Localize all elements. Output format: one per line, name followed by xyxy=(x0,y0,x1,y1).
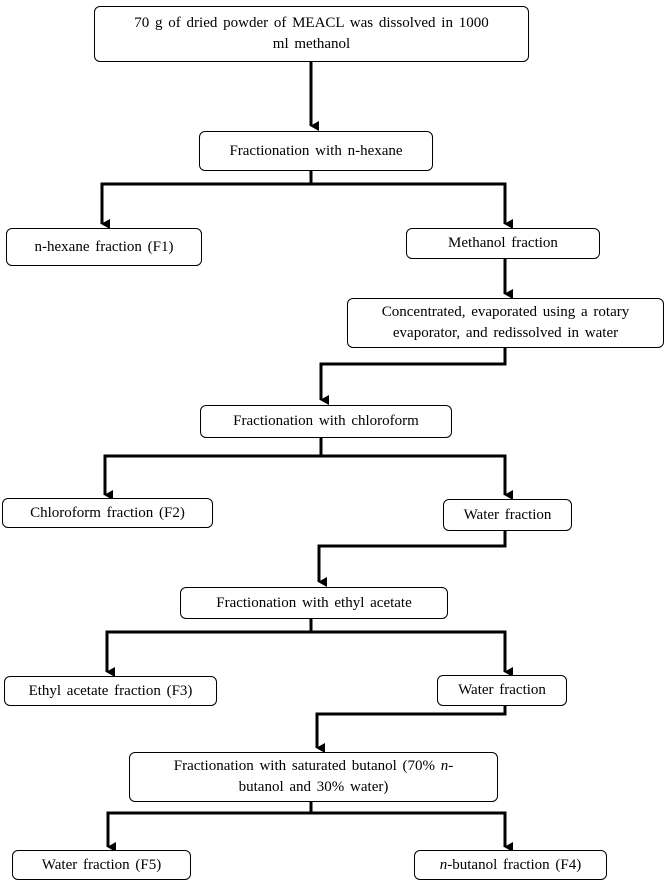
methanol-fraction-box: Methanol fraction xyxy=(406,228,600,259)
arrow-ethyl-to-water2 xyxy=(311,630,513,677)
fractionation-ethyl-acetate-label: Fractionation with ethyl acetate xyxy=(216,594,412,611)
methanol-fraction-label: Methanol fraction xyxy=(448,235,558,251)
arrow-water1-to-ethyl xyxy=(317,530,507,587)
fractionation-butanol-line1-italic: n xyxy=(440,758,449,774)
hexane-fraction-box: n-hexane fraction (F1) xyxy=(6,228,202,266)
fractionation-hexane-label: Fractionation with n-hexane xyxy=(229,142,403,159)
water-fraction-label-2: Water fraction xyxy=(458,682,546,698)
concentrated-text-line2: evaporator, and redissolved in water xyxy=(392,325,619,341)
start-text-line1: 70 g of dried powder of MEACL was dissol… xyxy=(134,15,489,31)
arrow-butanol-to-f4 xyxy=(311,811,513,852)
water-fraction-box-1: Water fraction xyxy=(443,499,572,531)
butanol-fraction-rest: -butanol fraction (F4) xyxy=(447,856,582,873)
fractionation-butanol-line1-post: - xyxy=(448,758,454,774)
water-fraction-f5-label: Water fraction (F5) xyxy=(41,856,162,873)
start-text-line2: ml methanol xyxy=(272,36,351,52)
arrow-hexane-to-f1 xyxy=(100,170,313,229)
water-fraction-f5-box: Water fraction (F5) xyxy=(12,850,191,880)
water-fraction-label-1: Water fraction xyxy=(463,506,552,523)
arrow-chloroform-to-water1 xyxy=(321,454,513,500)
chloroform-fraction-label: Chloroform fraction (F2) xyxy=(30,504,185,521)
arrow-ethyl-to-f3 xyxy=(105,618,313,677)
arrow-concentrated-to-chloroform xyxy=(319,347,507,405)
fractionation-butanol-box: Fractionation with saturated butanol (70… xyxy=(129,752,498,802)
fractionation-butanol-line1: Fractionation with saturated butanol (70… xyxy=(174,756,454,777)
fractionation-chloroform-label: Fractionation with chloroform xyxy=(233,413,419,429)
butanol-fraction-label: n-butanol fraction (F4) xyxy=(440,855,581,876)
fractionation-ethyl-acetate-box: Fractionation with ethyl acetate xyxy=(180,587,448,619)
start-box: 70 g of dried powder of MEACL was dissol… xyxy=(94,6,529,62)
arrow-hexane-to-methanol xyxy=(311,182,513,229)
concentrated-box: Concentrated, evaporated using a rotary … xyxy=(347,298,664,348)
fractionation-butanol-line1-pre: Fractionation with saturated butanol (70… xyxy=(173,758,441,774)
fractionation-hexane-box: Fractionation with n-hexane xyxy=(199,131,433,171)
arrow-butanol-to-f5 xyxy=(106,801,313,852)
ethyl-acetate-fraction-box: Ethyl acetate fraction (F3) xyxy=(4,676,217,706)
fractionation-butanol-line2: butanol and 30% water) xyxy=(238,779,389,795)
arrow-water2-to-butanol xyxy=(315,705,507,753)
ethyl-acetate-fraction-label: Ethyl acetate fraction (F3) xyxy=(28,682,193,699)
butanol-fraction-italic: n xyxy=(439,856,448,873)
hexane-fraction-label: n-hexane fraction (F1) xyxy=(34,238,174,255)
butanol-fraction-box: n-butanol fraction (F4) xyxy=(414,850,607,880)
chloroform-fraction-box: Chloroform fraction (F2) xyxy=(2,498,213,528)
concentrated-text-line1: Concentrated, evaporated using a rotary xyxy=(381,304,630,320)
arrow-chloroform-to-f2 xyxy=(103,437,323,500)
water-fraction-box-2: Water fraction xyxy=(437,675,567,706)
fractionation-chloroform-box: Fractionation with chloroform xyxy=(200,405,452,438)
